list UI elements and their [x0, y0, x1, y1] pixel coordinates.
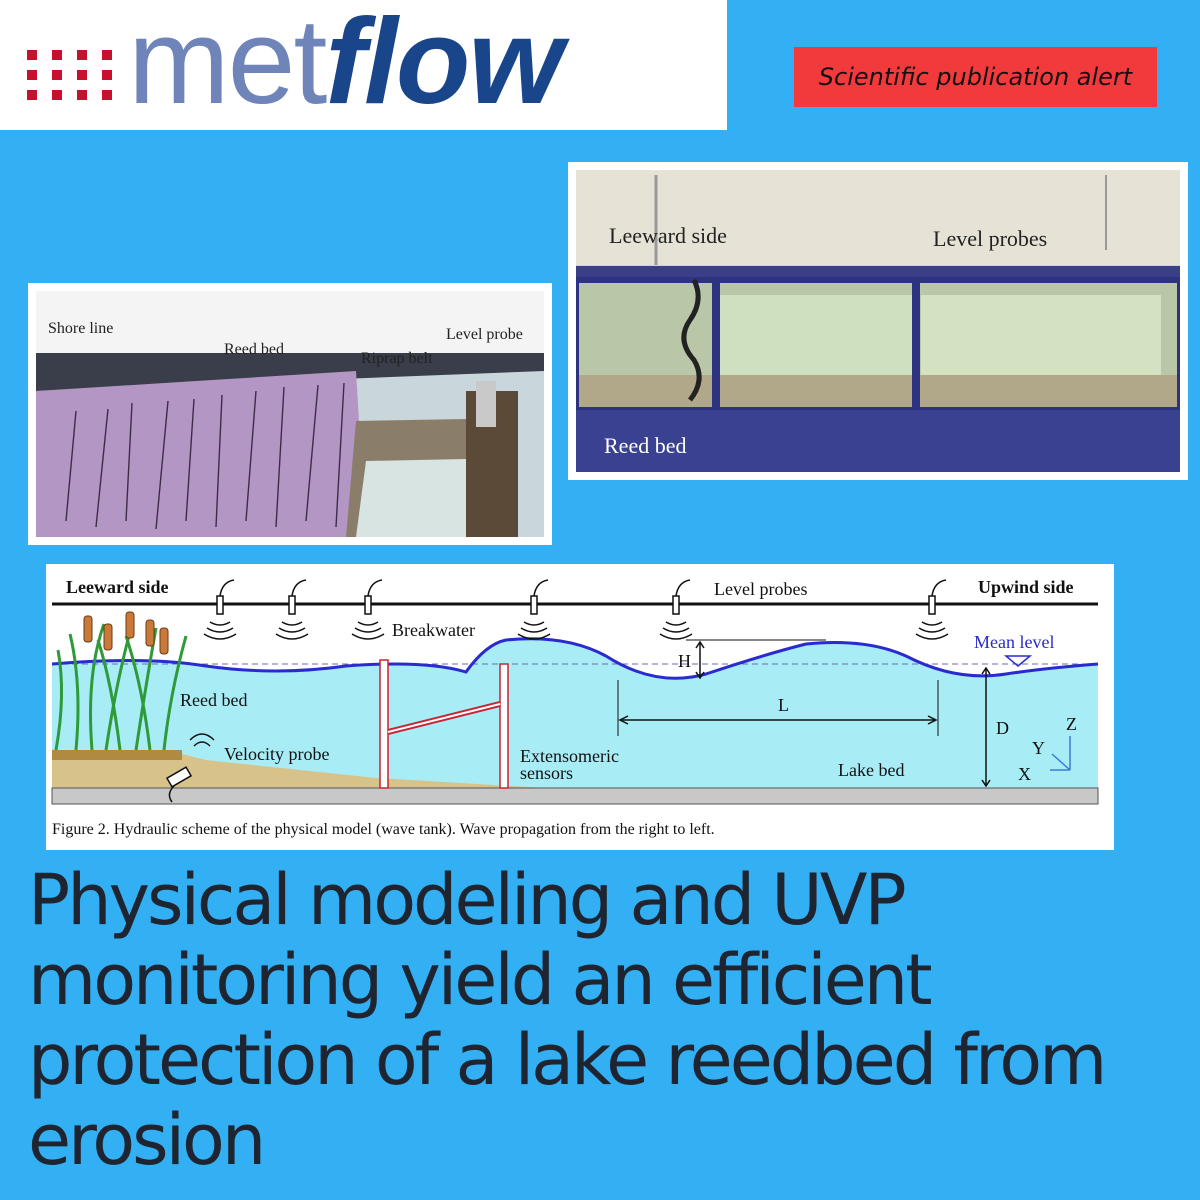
diagram-label-d: D — [996, 718, 1009, 738]
metflow-logo: metflow — [0, 0, 727, 130]
diagram-label-leeward-side: Leeward side — [66, 577, 169, 597]
cattail-heads — [83, 611, 169, 655]
axis-label-x: X — [1018, 764, 1031, 784]
photo-label-reed-bed: Reed bed — [604, 433, 686, 458]
publication-alert-badge: Scientific publication alert — [794, 47, 1157, 107]
breakwater-structure — [379, 659, 509, 789]
level-probe-icons — [203, 579, 949, 640]
photo-label-shore-line: Shore line — [48, 320, 113, 337]
axis-label-y: Y — [1032, 738, 1045, 758]
photo-label-reed-bed-left: Reed bed — [224, 341, 284, 358]
reed-illustration — [54, 623, 188, 751]
diagram-label-level-probes: Level probes — [714, 579, 807, 599]
diagram-label-h: H — [678, 651, 691, 671]
axis-triad — [1050, 736, 1071, 771]
logo-wordmark: metflow — [128, 0, 563, 129]
diagram-label-sensors: sensors — [520, 763, 573, 783]
diagram-label-lake-bed: Lake bed — [838, 760, 904, 780]
reed-bed-photo: Shore line Reed bed Riprap belt Level pr… — [28, 283, 552, 545]
hydraulic-scheme-figure: Leeward side Upwind side Level probes Br… — [46, 564, 1114, 850]
photo-label-level-probes: Level probes — [933, 226, 1047, 251]
diagram-label-mean-level: Mean level — [974, 632, 1054, 652]
photo-label-level-probe: Level probe — [446, 326, 523, 343]
logo-met: met — [128, 0, 327, 129]
reed-stems — [65, 382, 345, 530]
diagram-label-velocity-probe: Velocity probe — [224, 744, 329, 764]
diagram-label-extensomeric: Extensomeric — [520, 746, 619, 766]
logo-flow: flow — [325, 0, 563, 129]
photo-label-riprap-belt: Riprap belt — [361, 350, 433, 367]
axis-label-z: Z — [1066, 714, 1077, 734]
diagram-label-upwind-side: Upwind side — [978, 577, 1074, 597]
diagram-label-reed-bed: Reed bed — [180, 690, 247, 710]
diagram-label-breakwater: Breakwater — [392, 620, 475, 640]
photo-label-leeward-side: Leeward side — [609, 223, 727, 248]
diagram-label-l: L — [778, 695, 789, 715]
figure-caption: Figure 2. Hydraulic scheme of the physic… — [52, 821, 715, 838]
article-headline: Physical modeling and UVP monitoring yie… — [28, 859, 1107, 1181]
wave-tank-photo: Leeward side Level probes Reed bed — [568, 162, 1188, 480]
velocity-probe-icon — [165, 733, 215, 803]
wave-profile — [51, 637, 1099, 680]
